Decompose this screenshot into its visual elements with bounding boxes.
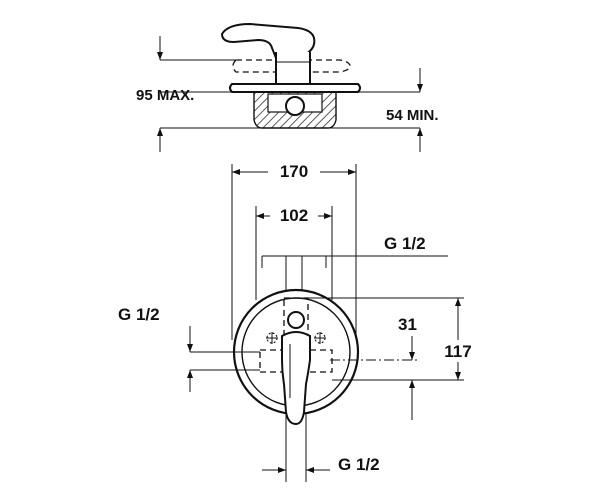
min-depth-arrow-bottom <box>417 128 423 136</box>
offset-arrow-bottom <box>409 380 415 388</box>
hidden-screw-left <box>266 332 278 344</box>
height-arrow-bottom <box>455 372 461 380</box>
top-connection-label: G 1/2 <box>384 234 426 253</box>
inlet-spacing-arrow-right <box>324 213 332 219</box>
side-view: 95 MAX. 54 MIN. <box>136 22 439 152</box>
side-view-inner-port <box>285 96 305 116</box>
bottom-connection-label: G 1/2 <box>338 455 380 474</box>
overall-width-label: 170 <box>280 162 308 181</box>
inlet-spacing-label: 102 <box>280 206 308 225</box>
side-view-handle-outline-dashed <box>232 59 351 73</box>
front-lever-handle <box>281 331 311 426</box>
side-view-escutcheon <box>229 83 361 93</box>
hidden-screw-right <box>314 332 326 344</box>
max-depth-arrow-bottom <box>157 128 163 136</box>
height-arrow-top <box>455 298 461 306</box>
left-connection-arrow-top <box>187 344 193 352</box>
hidden-top-port <box>287 311 305 329</box>
max-depth-arrow-top <box>157 52 163 60</box>
bottom-connection-arrow-left <box>278 467 286 473</box>
left-connection-arrow-bottom <box>187 370 193 378</box>
side-view-lever-handle <box>220 22 316 59</box>
offset-arrow-top <box>409 352 415 360</box>
offset-label: 31 <box>398 315 417 334</box>
inlet-spacing-label-bg <box>270 204 318 226</box>
overall-width-label-bg <box>268 160 320 182</box>
overall-width-arrow-left <box>232 169 240 175</box>
min-depth-arrow-top <box>417 84 423 92</box>
side-view-handle-body <box>275 52 311 85</box>
max-depth-label: 95 MAX. <box>136 87 194 104</box>
front-view: 170 102 G 1/2 <box>118 160 478 482</box>
left-connection-label: G 1/2 <box>118 305 160 324</box>
bottom-connection-arrow-right <box>306 467 314 473</box>
height-label-bg <box>438 340 478 362</box>
min-depth-label: 54 MIN. <box>386 107 439 124</box>
inlet-spacing-arrow-left <box>256 213 264 219</box>
height-label: 117 <box>444 342 471 361</box>
overall-width-arrow-right <box>348 169 356 175</box>
